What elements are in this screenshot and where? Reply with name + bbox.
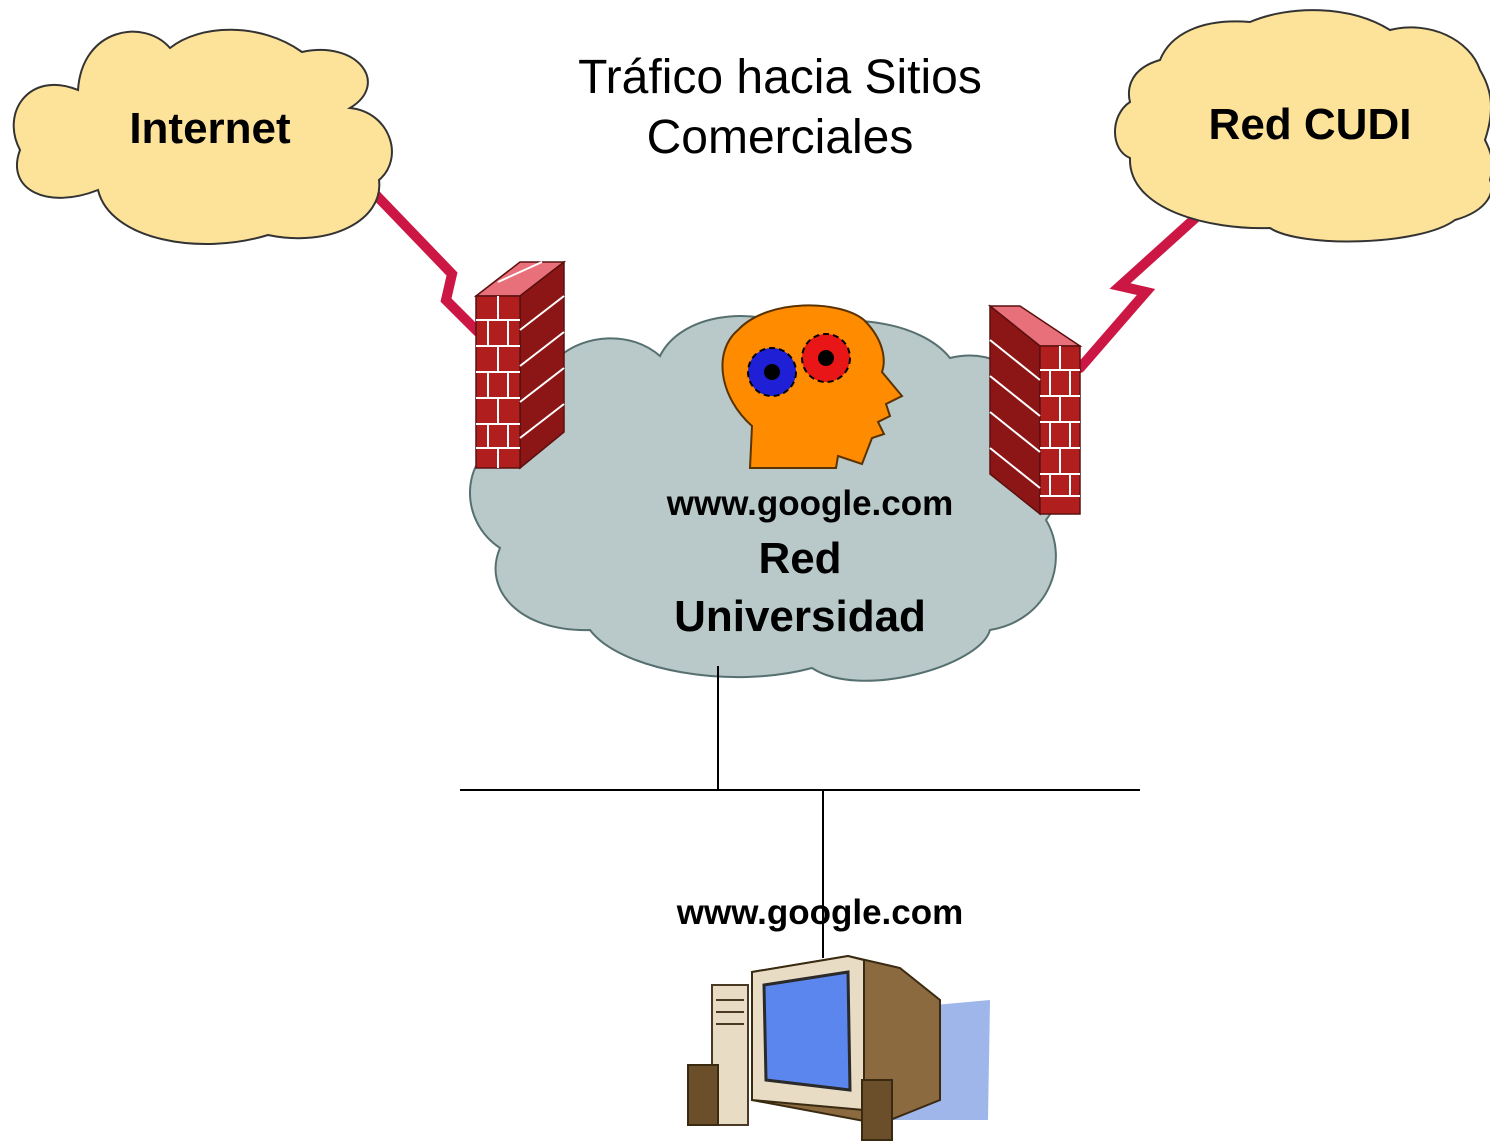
blue-gear-icon: [747, 347, 797, 397]
title-line-2: Comerciales: [646, 111, 914, 164]
cudi-cloud: [1114, 9, 1490, 243]
university-label-line-2: Universidad: [674, 592, 926, 641]
left-firewall-icon: [473, 260, 567, 470]
desktop-computer-icon: [687, 954, 990, 1141]
red-gear-icon: [801, 333, 851, 383]
cudi-label: Red CUDI: [1208, 100, 1412, 149]
university-label-line-1: Red: [758, 534, 842, 583]
diagram-title: Tráfico hacia Sitios Comerciales: [520, 48, 1040, 168]
title-line-1: Tráfico hacia Sitios: [578, 51, 982, 104]
head-gears-icon: [721, 304, 904, 469]
cudi-link: [1075, 198, 1217, 373]
university-label: Red Universidad: [600, 530, 1000, 646]
upper-host-label: www.google.com: [666, 484, 954, 523]
internet-cloud: [12, 28, 393, 245]
right-firewall-icon: [987, 304, 1083, 516]
internet-label: Internet: [129, 104, 291, 153]
lower-host-label: www.google.com: [676, 893, 964, 932]
internet-link: [345, 163, 483, 337]
